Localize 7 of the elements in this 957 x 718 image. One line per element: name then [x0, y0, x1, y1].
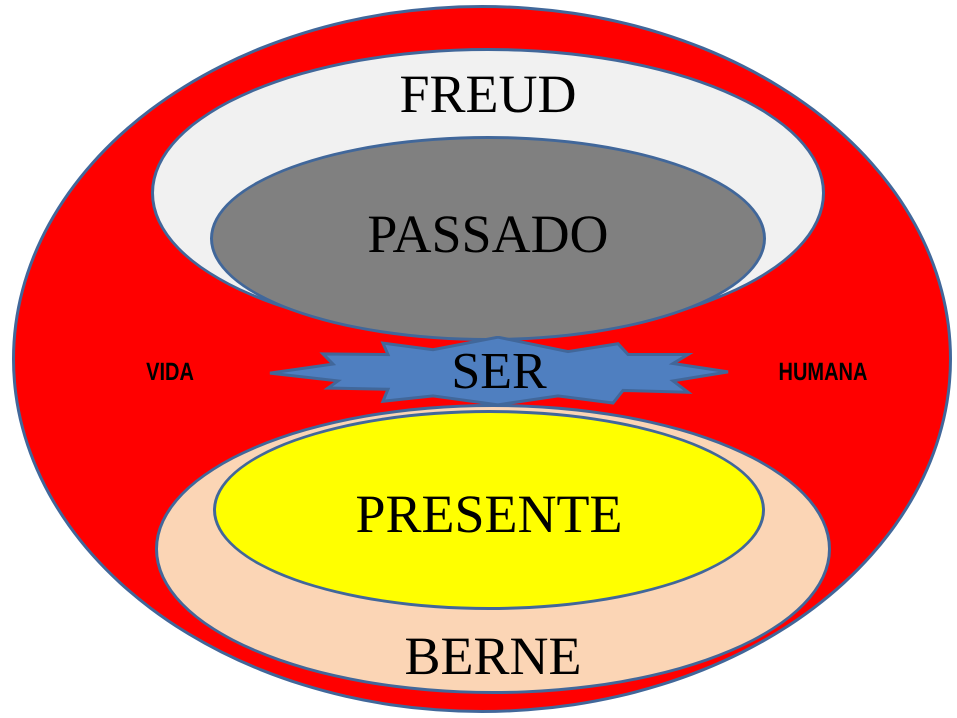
side-label: VIDA — [145, 360, 195, 385]
ellipse-label: FREUD — [399, 67, 577, 121]
ellipse-label: PASSADO — [367, 207, 609, 261]
side-label: HUMANA — [778, 360, 868, 385]
ellipse-label: BERNE — [404, 629, 582, 683]
ellipse-label: SER — [451, 346, 547, 398]
ellipse-label: PRESENTE — [355, 487, 623, 541]
